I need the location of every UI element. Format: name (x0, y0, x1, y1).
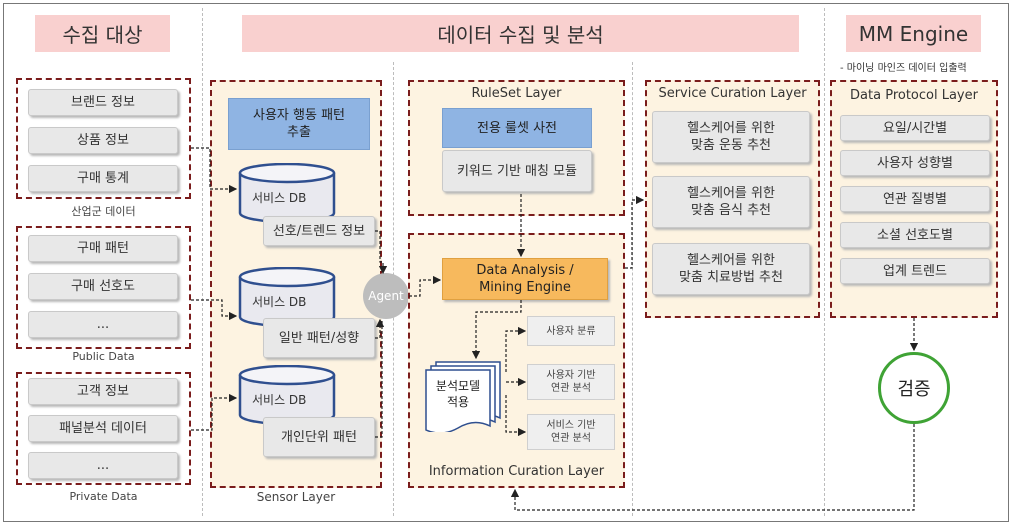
analysis-model-doc: 분석모델 적용 (424, 360, 504, 434)
separator-4 (824, 8, 825, 516)
outer-frame (3, 3, 1009, 522)
protocol-item: 업계 트렌드 (840, 258, 990, 284)
source-group-public (16, 226, 191, 349)
source-group-private (16, 372, 191, 485)
sensor-caption: Sensor Layer (256, 490, 336, 504)
protocol-title: Data Protocol Layer (850, 88, 978, 103)
arrow-engine-to-doc (471, 300, 522, 360)
arrow-private-to-db (191, 393, 238, 431)
source-item: 고객 정보 (28, 378, 178, 405)
service-db-cylinder-1: 서비스 DB (238, 162, 336, 224)
source-caption-private: Private Data (69, 490, 138, 503)
source-item: 패널분석 데이터 (28, 415, 178, 442)
source-item: ... (28, 452, 178, 479)
source-item: ... (28, 311, 178, 338)
separator-1 (202, 8, 203, 516)
source-group-industry (16, 78, 191, 199)
verify-node: 검증 (878, 352, 950, 424)
arrow-personal-to-agent (375, 320, 383, 438)
service-title: Service Curation Layer (658, 86, 807, 101)
ruleset-dictionary: 전용 룰셋 사전 (442, 108, 592, 148)
arrow-doc-to-result-3 (505, 395, 527, 437)
arrow-doc-to-results (505, 326, 527, 372)
header-data-collect: 데이터 수집 및 분석 (242, 15, 799, 52)
agent-node: Agent (363, 273, 409, 319)
service-item-exercise: 헬스케어를 위한 맞춤 운동 추천 (652, 111, 810, 163)
result-service-association: 서비스 기반 연관 분석 (527, 414, 615, 450)
arrow-agent-to-engine (409, 275, 442, 297)
analysis-model-label: 분석모델 적용 (435, 379, 481, 409)
arrow-general-to-agent (375, 318, 385, 339)
sensor-box-trend: 선호/트렌드 정보 (263, 216, 375, 246)
arrow-industry-to-db (191, 147, 238, 194)
arrow-public-to-db (191, 299, 238, 321)
protocol-item: 소셜 선호도별 (840, 222, 990, 248)
source-caption-industry: 산업군 데이터 (71, 205, 136, 218)
source-caption-public: Public Data (72, 350, 135, 363)
service-item-food: 헬스케어를 위한 맞춤 음식 추천 (652, 176, 810, 228)
source-item: 상품 정보 (28, 127, 178, 154)
sensor-box-personal: 개인단위 패턴 (263, 417, 375, 457)
protocol-item: 연관 질병별 (840, 186, 990, 212)
arrow-verify-feedback (510, 424, 915, 511)
arrow-info-to-service (625, 195, 645, 269)
result-user-classification: 사용자 분류 (527, 316, 615, 346)
sensor-box-general: 일반 패턴/성향 (263, 318, 375, 358)
arrow-trend-to-agent (375, 230, 388, 275)
header-mm-engine: MM Engine (846, 15, 981, 52)
protocol-item: 사용자 성향별 (840, 150, 990, 176)
mm-note: - 마이닝 마인즈 데이터 입출력 (840, 63, 967, 74)
source-item: 구매 선호도 (28, 273, 178, 300)
sensor-title: 사용자 행동 패턴 추출 (228, 98, 370, 150)
ruleset-title: RuleSet Layer (471, 86, 562, 101)
separator-3 (632, 62, 633, 516)
result-user-association: 사용자 기반 연관 분석 (527, 364, 615, 400)
service-db-label: 서비스 DB (252, 191, 307, 205)
header-collect-target: 수집 대상 (35, 15, 170, 52)
protocol-item: 요일/시간별 (840, 115, 990, 141)
service-db-label: 서비스 DB (252, 295, 307, 309)
ruleset-matching-module: 키워드 기반 매칭 모듈 (442, 150, 592, 192)
source-item: 구매 패턴 (28, 235, 178, 262)
info-caption: Information Curation Layer (428, 464, 605, 479)
ruleset-layer (408, 80, 625, 216)
source-item: 구매 통계 (28, 165, 178, 192)
mining-engine: Data Analysis / Mining Engine (442, 258, 608, 300)
source-item: 브랜드 정보 (28, 89, 178, 116)
service-item-treatment: 헬스케어를 위한 맞춤 치료방법 추천 (652, 243, 810, 295)
service-db-cylinder-3: 서비스 DB (238, 364, 336, 426)
service-db-label: 서비스 DB (252, 393, 307, 407)
